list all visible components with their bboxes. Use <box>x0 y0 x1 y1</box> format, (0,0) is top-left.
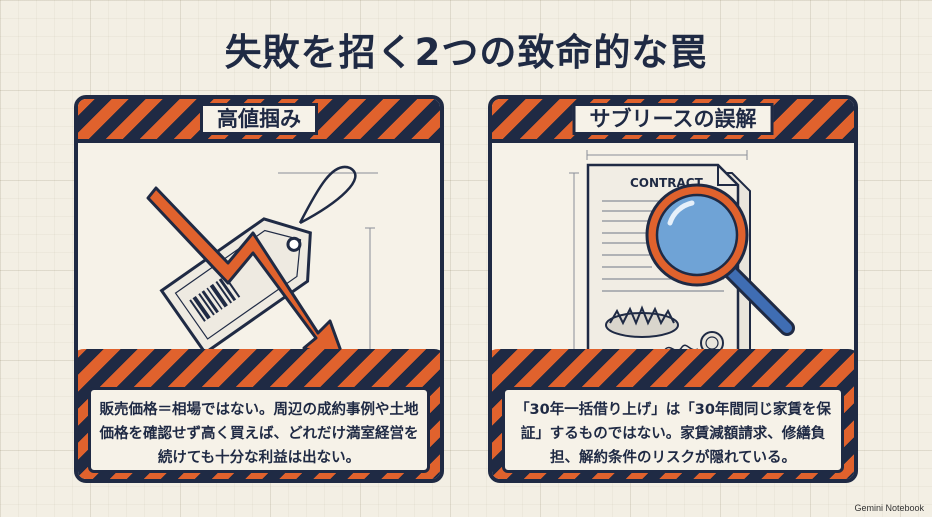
bear-trap-icon <box>605 305 679 338</box>
price-tag-illustration <box>78 143 440 383</box>
magnifier-icon <box>645 183 795 336</box>
page-title: 失敗を招く2つの致命的な罠 <box>224 31 708 74</box>
card-high-price: 高値掴み <box>74 95 444 483</box>
watermark: Gemini Notebook <box>854 503 924 513</box>
contract-illustration: CONTRACT <box>492 143 854 383</box>
contract-magnifier-icon: CONTRACT <box>569 150 795 379</box>
card-title: サブリースの誤解 <box>572 103 774 135</box>
card-body-text: 販売価格＝相場ではない。周辺の成約事例や土地価格を確認せず高く買えば、どれだけ満… <box>88 387 430 473</box>
falling-price-icon <box>146 165 378 367</box>
card-body-text: 「30年一括借り上げ」は「30年間同じ家賃を保証」するものではない。家賃減額請求… <box>502 387 844 473</box>
card-title: 高値掴み <box>200 103 318 135</box>
card-sublease: サブリースの誤解 CONTRACT <box>488 95 858 483</box>
